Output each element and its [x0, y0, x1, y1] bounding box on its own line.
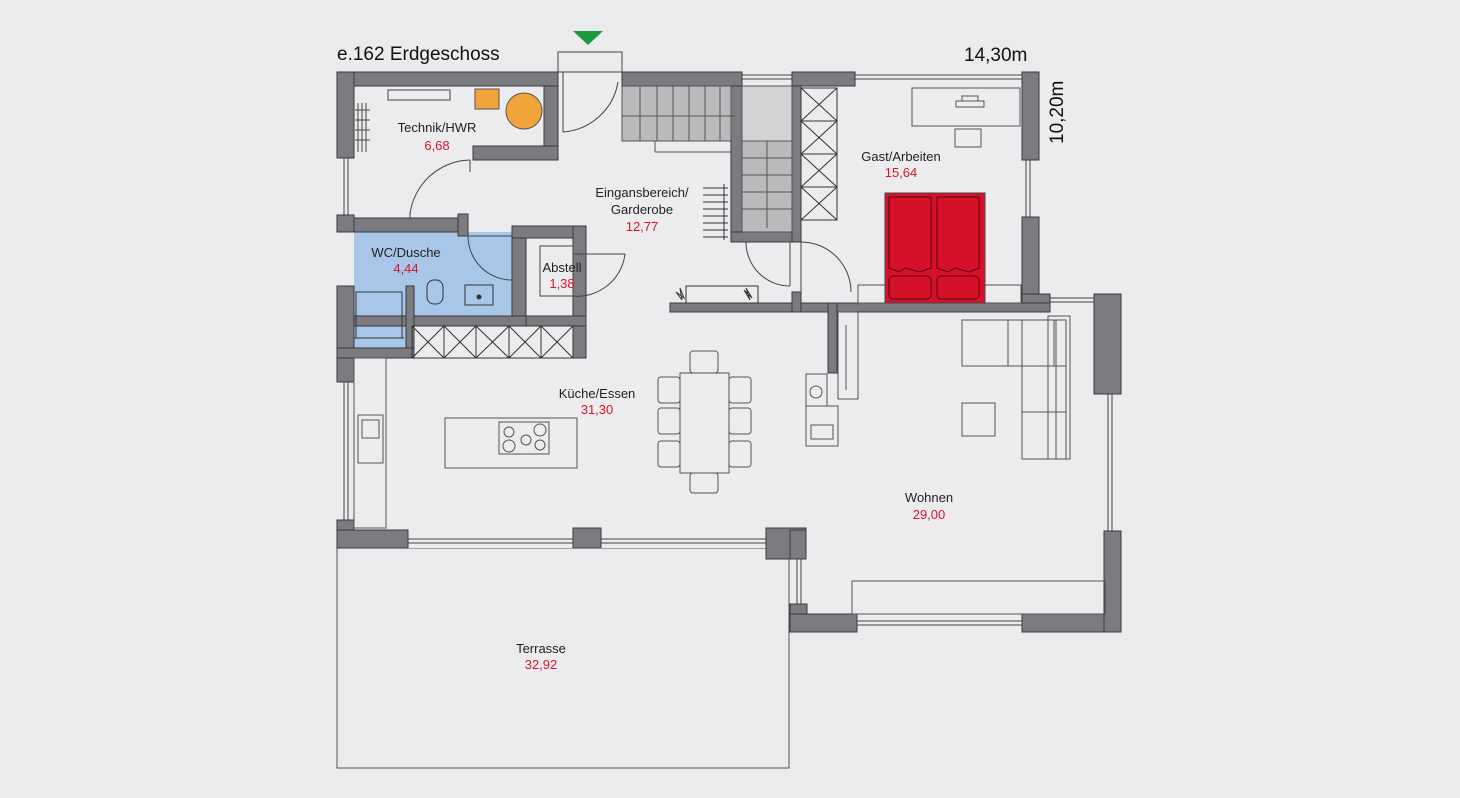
- bed-icon: [884, 192, 986, 304]
- gast-furniture: [857, 87, 1022, 304]
- dining-table: [657, 350, 752, 494]
- terrace-outline: [336, 547, 790, 769]
- living-furniture: [805, 311, 1106, 615]
- chair-icon: [954, 128, 982, 148]
- staircase: [621, 85, 793, 233]
- sink-icon: [464, 284, 494, 306]
- depth-dimension: 10,20m: [1047, 81, 1068, 144]
- room-label-terrasse: Terrasse: [516, 641, 566, 656]
- room-label-wc: WC/Dusche: [371, 245, 440, 260]
- windows: [343, 71, 1113, 626]
- boiler-icon: [505, 92, 543, 130]
- wc-fixtures: [354, 279, 494, 339]
- room-area-gast: 15,64: [885, 165, 918, 180]
- cooktop-icon: [498, 421, 550, 455]
- desk-icon: [911, 87, 1021, 127]
- front-door: [562, 72, 619, 133]
- toilet-icon: [426, 279, 444, 305]
- floor-area: [337, 72, 1121, 632]
- room-area-technik: 6,68: [424, 138, 449, 153]
- room-label-kueche: Küche/Essen: [559, 386, 636, 401]
- room-label-abstell: Abstell: [542, 260, 581, 275]
- kitchen-island: [444, 417, 578, 469]
- room-label-gast: Gast/Arbeiten: [861, 149, 941, 164]
- interior-doors: [409, 159, 852, 297]
- radiator-icon: [355, 103, 370, 152]
- coffee-table-icon: [961, 402, 996, 437]
- room-label-eingang: Eingansbereich/: [595, 185, 689, 200]
- room-label-wohnen: Wohnen: [905, 490, 953, 505]
- kitchen-sink-icon: [357, 414, 384, 464]
- room-label-technik: Technik/HWR: [398, 120, 477, 135]
- room-area-wc: 4,44: [393, 261, 418, 276]
- room-area-eingang: 12,77: [626, 219, 659, 234]
- kitchen-fixtures: [353, 357, 578, 529]
- plan-title: e.162 Erdgeschoss: [337, 44, 500, 65]
- washer-icon: [474, 88, 500, 110]
- tv-board-icon: [837, 311, 859, 400]
- kitchen-counter: [353, 357, 387, 529]
- wardrobes: [411, 87, 838, 359]
- entrance-marker-icon: [573, 31, 603, 45]
- room-area-kueche: 31,30: [581, 402, 614, 417]
- width-dimension: 14,30m: [964, 45, 1027, 66]
- room-area-terrasse: 32,92: [525, 657, 558, 672]
- room-label-garderobe: Garderobe: [611, 202, 673, 217]
- technik-fixtures: [355, 88, 543, 152]
- entrance-step: [557, 51, 623, 73]
- room-area-abstell: 1,38: [549, 276, 574, 291]
- room-area-wohnen: 29,00: [913, 507, 946, 522]
